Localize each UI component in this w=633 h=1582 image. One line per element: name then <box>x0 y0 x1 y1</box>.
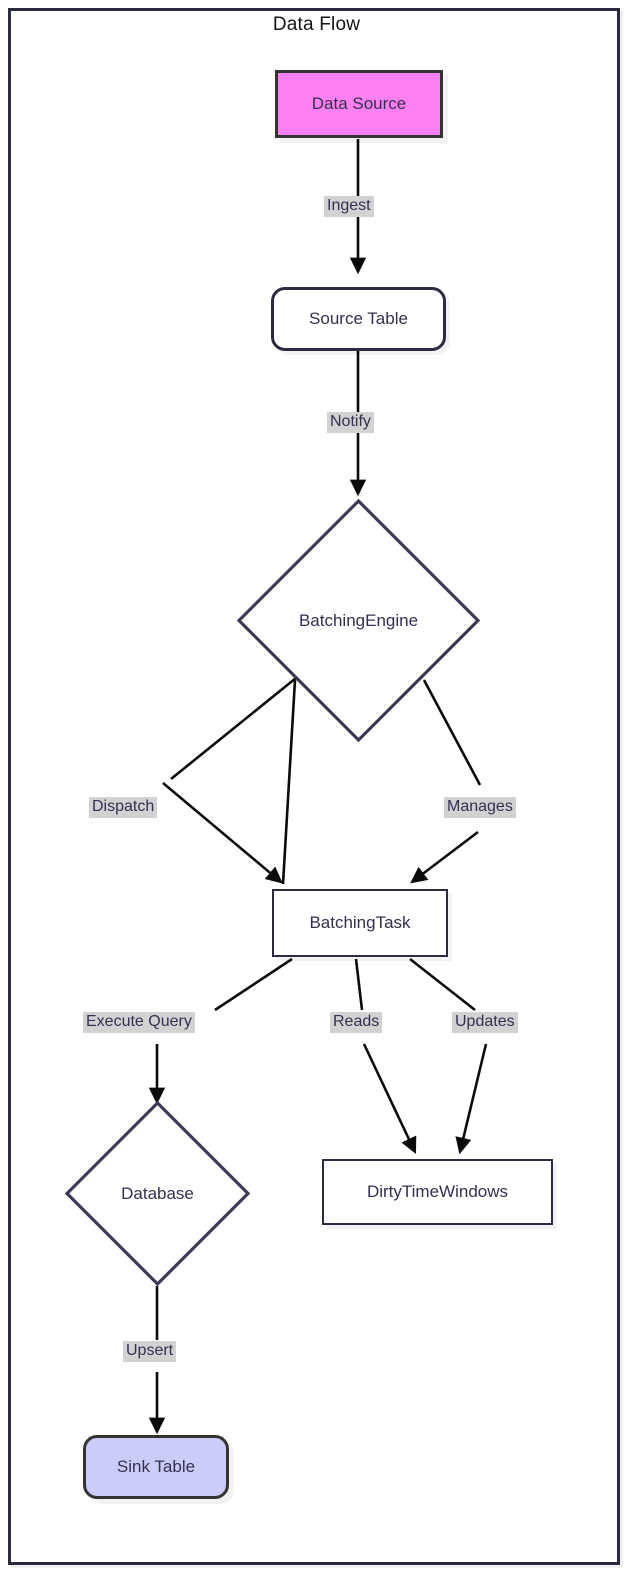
batching-engine-shape <box>236 498 481 743</box>
node-source-table-label: Source Table <box>309 309 408 329</box>
edge-label-ingest: Ingest <box>324 196 374 217</box>
node-data-source[interactable]: Data Source <box>275 70 443 138</box>
node-dirty-time-windows[interactable]: DirtyTimeWindows <box>322 1159 553 1225</box>
node-dirty-time-windows-label: DirtyTimeWindows <box>366 1182 509 1202</box>
node-sink-table[interactable]: Sink Table <box>83 1435 229 1499</box>
edge-label-notify: Notify <box>327 412 374 433</box>
node-sink-table-label: Sink Table <box>116 1457 196 1477</box>
node-batching-engine-label: BatchingEngine <box>298 610 419 630</box>
node-batching-task[interactable]: BatchingTask <box>272 889 448 957</box>
node-batching-task-label: BatchingTask <box>309 913 411 933</box>
node-source-table[interactable]: Source Table <box>271 287 446 351</box>
edge-label-upsert: Upsert <box>123 1341 177 1362</box>
edge-label-dispatch: Dispatch <box>89 797 158 818</box>
node-database[interactable]: Database <box>64 1100 251 1287</box>
node-data-source-label: Data Source <box>311 94 407 114</box>
database-shape <box>64 1100 251 1287</box>
diagram-title: Data Flow <box>272 14 361 35</box>
edge-label-reads: Reads <box>330 1012 383 1033</box>
node-database-label: Database <box>121 1183 194 1203</box>
edge-label-updates: Updates <box>452 1012 518 1033</box>
edge-label-manages: Manages <box>444 797 516 818</box>
diagram-frame <box>8 8 620 1565</box>
edge-label-execute-query: Execute Query <box>83 1012 195 1033</box>
node-batching-engine[interactable]: BatchingEngine <box>236 498 481 743</box>
